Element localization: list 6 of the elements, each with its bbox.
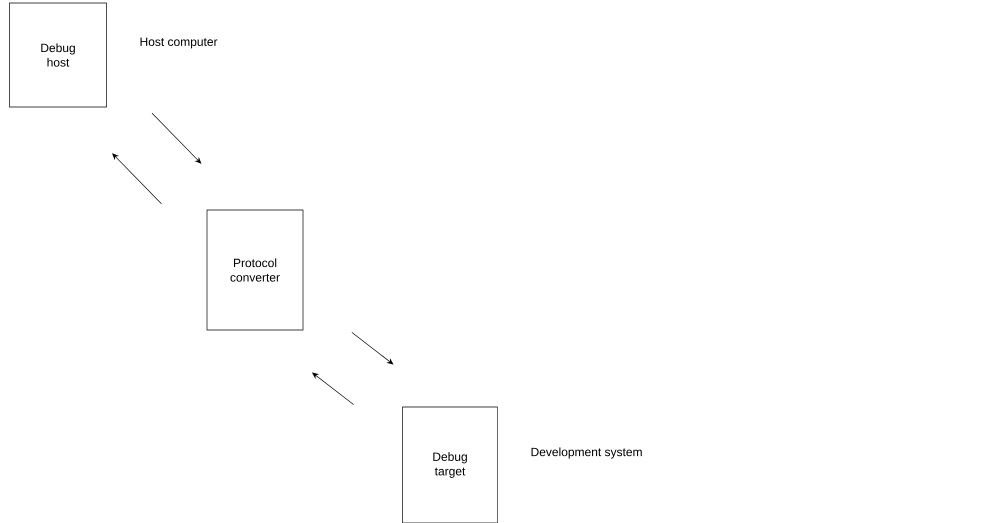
arrow bbox=[112, 153, 162, 204]
component-box: Protocol converter bbox=[206, 210, 304, 330]
description-text: Development system bbox=[532, 447, 642, 459]
description-text: Host computer bbox=[140, 38, 218, 48]
component-box: Debug host bbox=[9, 2, 107, 108]
component-box: Debug target bbox=[402, 406, 498, 523]
